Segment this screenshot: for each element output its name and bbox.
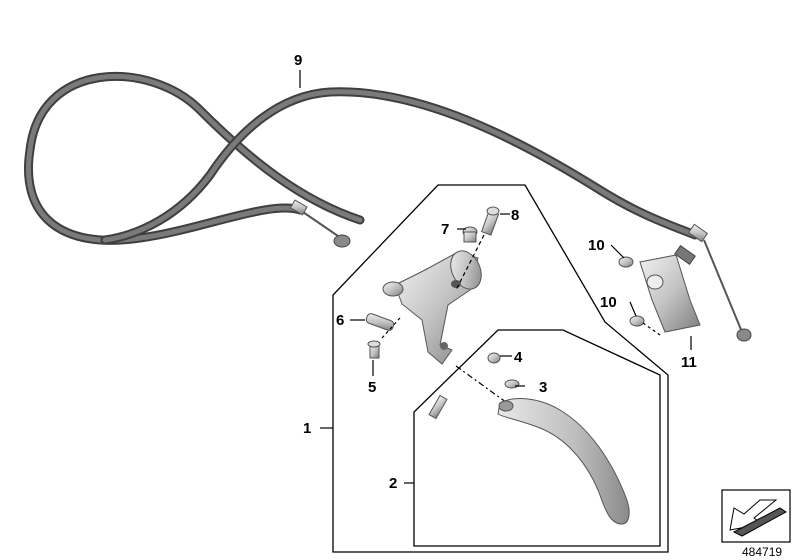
callout-4: 4 [514,349,523,366]
callout-1: 1 [303,420,311,437]
nut-10-upper [618,256,634,268]
leader-lines [299,70,692,484]
washer-3 [504,379,520,389]
nut-4 [487,352,501,364]
callout-2: 2 [389,475,397,492]
screw-8 [480,206,500,236]
clutch-lever [497,398,630,525]
callout-10-upper: 10 [588,237,605,254]
callout-10-lower: 10 [600,294,617,311]
callout-6: 6 [336,312,344,329]
pivot-bolt [428,394,448,420]
screw-7 [462,226,478,243]
assembly-frame-1 [332,184,669,553]
nut-10-lower [629,315,645,327]
callout-3: 3 [539,379,547,396]
clutch-cable [24,71,752,342]
lever-bracket [382,250,482,365]
callout-11: 11 [681,354,697,371]
callout-9: 9 [294,52,302,69]
document-number: 484719 [742,545,782,559]
callout-5: 5 [368,379,376,396]
document-stamp: 484719 [721,489,791,559]
assembly-frame-2 [413,329,661,547]
cable-holder-11 [639,245,701,333]
callout-8: 8 [511,207,519,224]
screw-5 [367,340,381,359]
pin-6 [365,313,395,331]
callout-7: 7 [441,221,449,238]
